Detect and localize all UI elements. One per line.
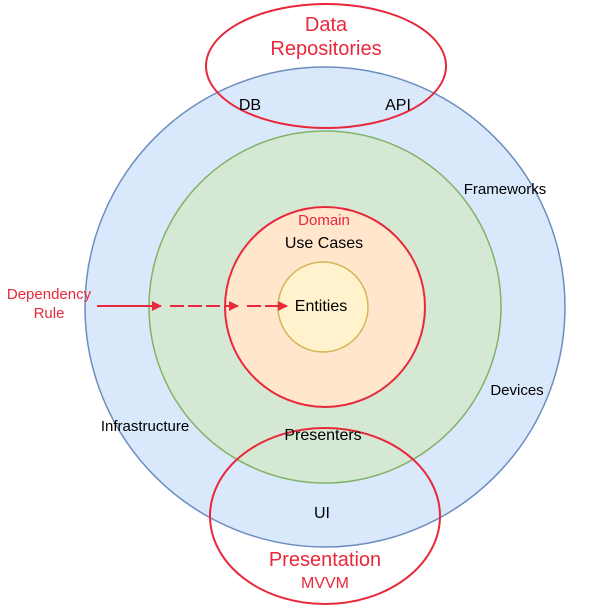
mvvm-label: MVVM [301, 575, 349, 592]
api-label: API [385, 97, 411, 114]
ui-label: UI [314, 505, 330, 522]
use-cases-label: Use Cases [285, 235, 363, 252]
domain-title: Domain [298, 212, 350, 229]
data-repositories-label-line2: Repositories [270, 38, 381, 60]
data-repositories-ellipse [205, 3, 447, 129]
dependency-rule-label-line1: Dependency [7, 286, 92, 303]
presentation-ellipse [209, 427, 441, 605]
infrastructure-label: Infrastructure [101, 418, 189, 435]
data-repositories-label-line1: Data [305, 14, 348, 36]
presenters-label: Presenters [284, 427, 361, 444]
devices-label: Devices [490, 382, 543, 399]
presentation-label: Presentation [269, 549, 381, 571]
dependency-rule-label-line2: Rule [34, 305, 65, 322]
frameworks-label: Frameworks [464, 181, 547, 198]
db-label: DB [239, 97, 261, 114]
entities-label: Entities [295, 298, 347, 315]
